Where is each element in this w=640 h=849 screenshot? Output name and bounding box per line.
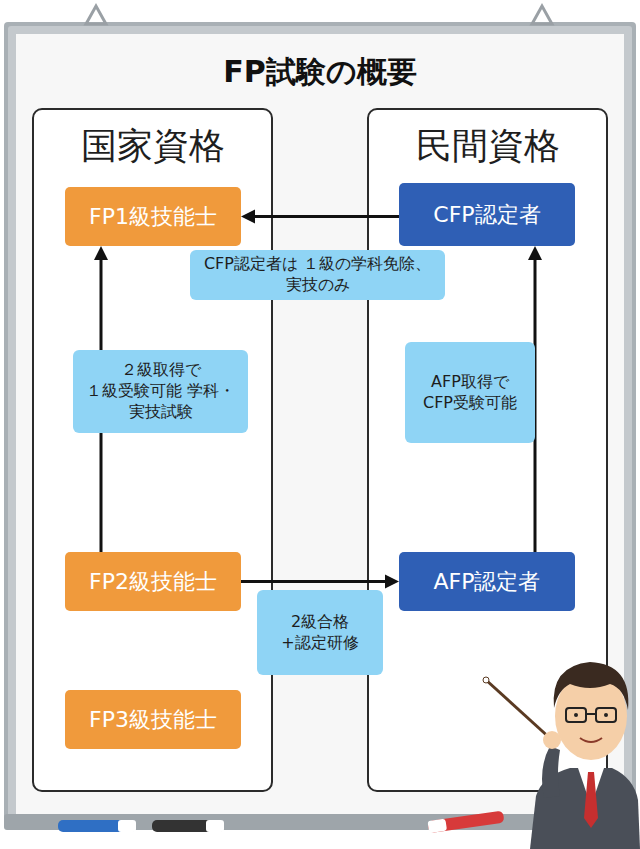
box-label: CFP認定者 [433,200,540,230]
glasses-bridge [586,713,596,715]
arrow-connector [241,575,399,589]
hand [543,731,561,749]
board-hook [86,6,106,24]
arm [542,746,560,798]
black-marker [152,820,224,832]
box-label: FP1級技能士 [89,202,217,232]
diagram-title: FP試験の概要 [0,52,640,93]
qualification-box: FP2級技能士 [65,552,241,611]
panel-heading: 国家資格 [34,124,271,168]
arrow-connector [241,210,399,224]
edge-label-box: ２級取得で １級受験可能 学科・実技試験 [73,350,248,433]
arrow-head [241,210,255,224]
edge-label-box: 2級合格 +認定研修 [257,590,383,675]
pointer-tip [483,677,489,683]
edge-label-box: CFP認定者は １級の学科免除、実技のみ [190,250,445,300]
red-marker-body [428,811,505,833]
box-label: FP3級技能士 [89,705,217,735]
edge-label: 2級合格 +認定研修 [267,612,373,654]
eye [604,713,608,717]
hair [554,662,629,710]
mouth [580,738,602,742]
qualification-box: FP1級技能士 [65,187,241,246]
red-marker [428,811,505,833]
box-label: AFP認定者 [434,567,541,597]
marker-band [428,819,447,833]
suit [530,768,640,849]
arrow-head [385,575,399,589]
category-panel: 国家資格 FP1級技能士 FP2級技能士 FP3級技能士 [32,108,273,792]
edge-label: AFP取得で CFP受験可能 [415,372,525,414]
panel-heading: 民間資格 [369,124,606,168]
qualification-box: CFP認定者 [399,183,575,246]
pointer-stick [486,680,552,740]
glasses [596,708,616,722]
category-panel: 民間資格 CFP認定者 AFP認定者 [367,108,608,792]
edge-label-box: AFP取得で CFP受験可能 [405,342,535,443]
head [555,672,627,760]
arrow-head [94,246,108,260]
board-surface [16,34,624,814]
connector-line [241,580,385,583]
glasses [566,708,586,722]
marker-band [118,820,136,832]
board-hook [532,6,552,24]
qualification-box: AFP認定者 [399,552,575,611]
edge-label: ２級取得で １級受験可能 学科・実技試験 [85,360,236,422]
tie [584,772,598,828]
qualification-box: FP3級技能士 [65,690,241,749]
eye [574,713,578,717]
edge-label: CFP認定者は １級の学科免除、実技のみ [202,254,433,296]
connector-line [255,215,399,218]
board-frame-inner [8,26,632,824]
arrow-head [528,246,542,260]
blue-marker [58,820,136,832]
box-label: FP2級技能士 [89,567,217,597]
board-frame [4,22,636,828]
shirt [578,768,604,806]
marker-band [206,820,224,832]
